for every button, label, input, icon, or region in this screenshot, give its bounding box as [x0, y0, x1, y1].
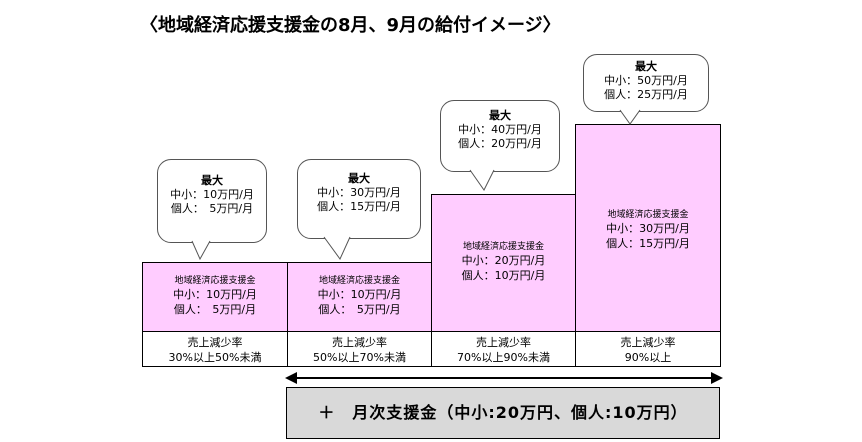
label-range: 70%以上90%未満 [457, 351, 550, 364]
support-column-3: 地域経済応援支援金 中小：20万円/月 個人：10万円/月 [431, 194, 576, 332]
support-column-1: 地域経済応援支援金 中小：10万円/月 個人： 5万円/月 [142, 262, 288, 332]
bubble-head: 最大 [201, 174, 223, 187]
label-range: 50%以上70%未満 [313, 351, 406, 364]
column-amount-sme: 中小：10万円/月 [173, 288, 257, 301]
sales-decrease-label-4: 売上減少率 90%以上 [575, 331, 721, 367]
label-range: 90%以上 [624, 351, 672, 364]
bubble-tail-4 [619, 109, 641, 125]
bubble-line-individual: 個人： 5万円/月 [170, 202, 254, 215]
sales-decrease-label-2: 売上減少率 50%以上70%未満 [287, 331, 432, 367]
range-double-arrow [285, 372, 723, 384]
bubble-line-sme: 中小：50万円/月 [604, 74, 688, 87]
bubble-line-sme: 中小：10万円/月 [170, 188, 254, 201]
max-amount-bubble-3: 最大 中小：40万円/月 個人：20万円/月 [440, 100, 560, 172]
monthly-support-box: ＋ 月次支援金（中小:20万円、個人:10万円） [286, 387, 720, 439]
column-amount-individual: 個人： 5万円/月 [318, 303, 401, 316]
bubble-head: 最大 [489, 109, 511, 122]
support-column-2: 地域経済応援支援金 中小：10万円/月 個人： 5万円/月 [287, 262, 432, 332]
column-amount-sme: 中小：10万円/月 [317, 288, 402, 301]
bubble-head: 最大 [348, 172, 370, 185]
bubble-line-sme: 中小：40万円/月 [458, 123, 542, 136]
sales-decrease-label-1: 売上減少率 30%以上50%未満 [142, 331, 288, 367]
page-title: 〈地域経済応援支援金の8月、9月の給付イメージ〉 [140, 15, 561, 36]
column-sub-title: 地域経済応援支援金 [318, 276, 400, 286]
label-range: 30%以上50%未満 [168, 351, 262, 364]
column-amount-sme: 中小：30万円/月 [606, 222, 690, 235]
column-amount-individual: 個人：15万円/月 [606, 237, 690, 250]
bubble-line-individual: 個人：25万円/月 [604, 88, 688, 101]
column-sub-title: 地域経済応援支援金 [462, 242, 544, 252]
max-amount-bubble-4: 最大 中小：50万円/月 個人：25万円/月 [583, 54, 709, 112]
bubble-tail-2 [323, 236, 351, 260]
label-title: 売上減少率 [187, 336, 243, 349]
max-amount-bubble-2: 最大 中小：30万円/月 個人：15万円/月 [297, 159, 421, 239]
bubble-line-individual: 個人：20万円/月 [458, 137, 542, 150]
max-amount-bubble-1: 最大 中小：10万円/月 個人： 5万円/月 [157, 159, 267, 243]
bubble-tail-3 [469, 169, 495, 191]
column-sub-title: 地域経済応援支援金 [174, 276, 256, 286]
label-title: 売上減少率 [332, 336, 387, 349]
bubble-head: 最大 [635, 60, 657, 73]
bubble-line-individual: 個人：15万円/月 [317, 200, 401, 213]
column-amount-sme: 中小：20万円/月 [461, 254, 546, 267]
label-title: 売上減少率 [620, 336, 676, 349]
column-amount-individual: 個人：10万円/月 [461, 269, 546, 282]
bubble-tail-1 [191, 240, 211, 261]
column-amount-individual: 個人： 5万円/月 [173, 303, 257, 316]
label-title: 売上減少率 [476, 336, 531, 349]
bubble-line-sme: 中小：30万円/月 [317, 186, 401, 199]
sales-decrease-label-3: 売上減少率 70%以上90%未満 [431, 331, 576, 367]
support-column-4: 地域経済応援支援金 中小：30万円/月 個人：15万円/月 [575, 124, 721, 332]
column-sub-title: 地域経済応援支援金 [607, 210, 689, 220]
